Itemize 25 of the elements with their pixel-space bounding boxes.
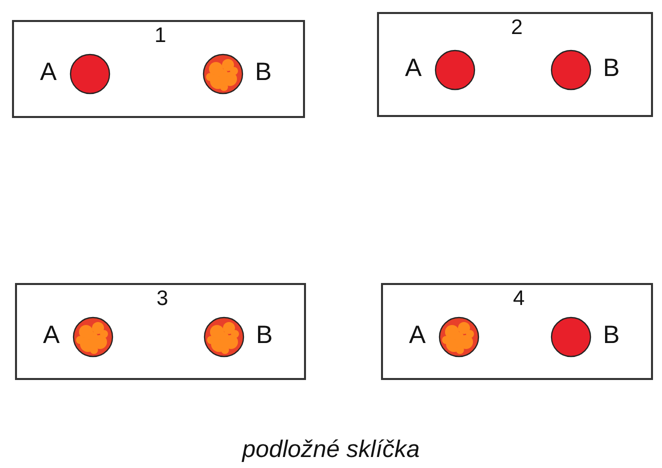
glass-slide bbox=[377, 12, 653, 117]
blood-drop bbox=[550, 316, 592, 358]
blood-drop bbox=[434, 48, 476, 90]
drop-letter: A bbox=[40, 58, 57, 87]
drop-letter: B bbox=[255, 58, 272, 87]
drop-letter: B bbox=[256, 320, 273, 350]
blood-drop bbox=[550, 48, 592, 90]
glass-slide bbox=[15, 283, 306, 380]
blood-drop bbox=[69, 53, 111, 95]
clumped-blood-drop bbox=[203, 316, 245, 358]
slide-number: 2 bbox=[511, 16, 523, 40]
drop-letter: B bbox=[603, 54, 620, 82]
glass-slide bbox=[12, 20, 305, 118]
slide-number: 1 bbox=[154, 24, 166, 48]
glass-slide bbox=[381, 283, 653, 380]
drop-letter: A bbox=[405, 54, 422, 82]
drop-letter: B bbox=[603, 320, 620, 350]
clumped-blood-drop bbox=[72, 316, 114, 358]
drop-letter: A bbox=[409, 320, 426, 350]
caption: podložné sklíčka bbox=[240, 436, 421, 464]
slide-number: 4 bbox=[513, 287, 525, 311]
slide-number: 3 bbox=[156, 287, 168, 311]
clumped-blood-drop bbox=[438, 316, 480, 358]
clumped-blood-drop bbox=[202, 53, 244, 95]
drop-letter: A bbox=[43, 320, 60, 350]
